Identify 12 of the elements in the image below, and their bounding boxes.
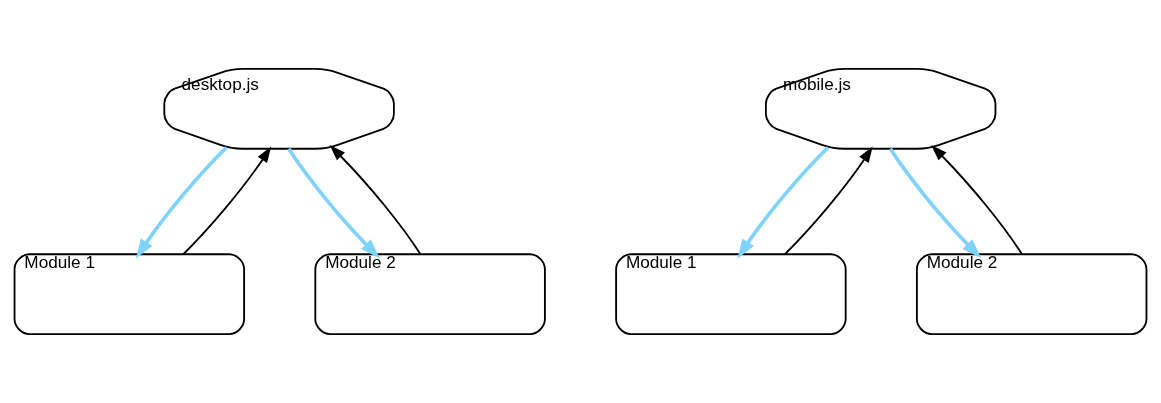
node-box: Module 2 — [314, 253, 546, 335]
arrow — [135, 146, 228, 259]
node-box: Module 1 — [615, 253, 847, 335]
node-box: Module 2 — [915, 253, 1148, 335]
arrow — [784, 146, 873, 256]
arrow — [931, 145, 1023, 256]
arrow — [182, 146, 272, 256]
arrow — [888, 147, 982, 259]
arrow — [737, 146, 830, 259]
arrow — [287, 147, 380, 259]
arrow — [329, 145, 422, 256]
node-box: Module 1 — [13, 253, 246, 335]
